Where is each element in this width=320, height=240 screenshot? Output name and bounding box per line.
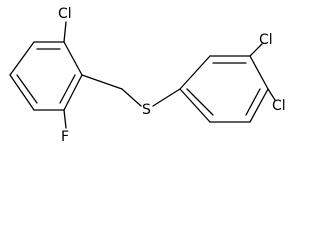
bond-s-ring bbox=[152, 88, 181, 107]
right-ring bbox=[179, 55, 269, 123]
left-ring bbox=[9, 41, 83, 111]
bond-ring-ch2 bbox=[81, 74, 123, 90]
bond-to-cl-right-lower bbox=[267, 88, 276, 101]
bond-to-cl-right-upper bbox=[249, 43, 263, 57]
atom-label-fluorine: F bbox=[61, 129, 69, 145]
atom-label-sulfur: S bbox=[142, 102, 151, 118]
atom-label-cl-right-upper: Cl bbox=[259, 32, 273, 48]
molecule-drawing: Cl F S Cl Cl bbox=[9, 6, 286, 145]
structure-diagram: Cl F S Cl Cl bbox=[9, 6, 286, 145]
atom-label-cl-right-lower: Cl bbox=[272, 98, 286, 114]
bond-to-cl-top bbox=[63, 21, 67, 43]
atom-label-cl-top-left: Cl bbox=[58, 6, 72, 22]
bond-to-f bbox=[63, 109, 67, 129]
bond-ch2-s bbox=[121, 88, 142, 107]
